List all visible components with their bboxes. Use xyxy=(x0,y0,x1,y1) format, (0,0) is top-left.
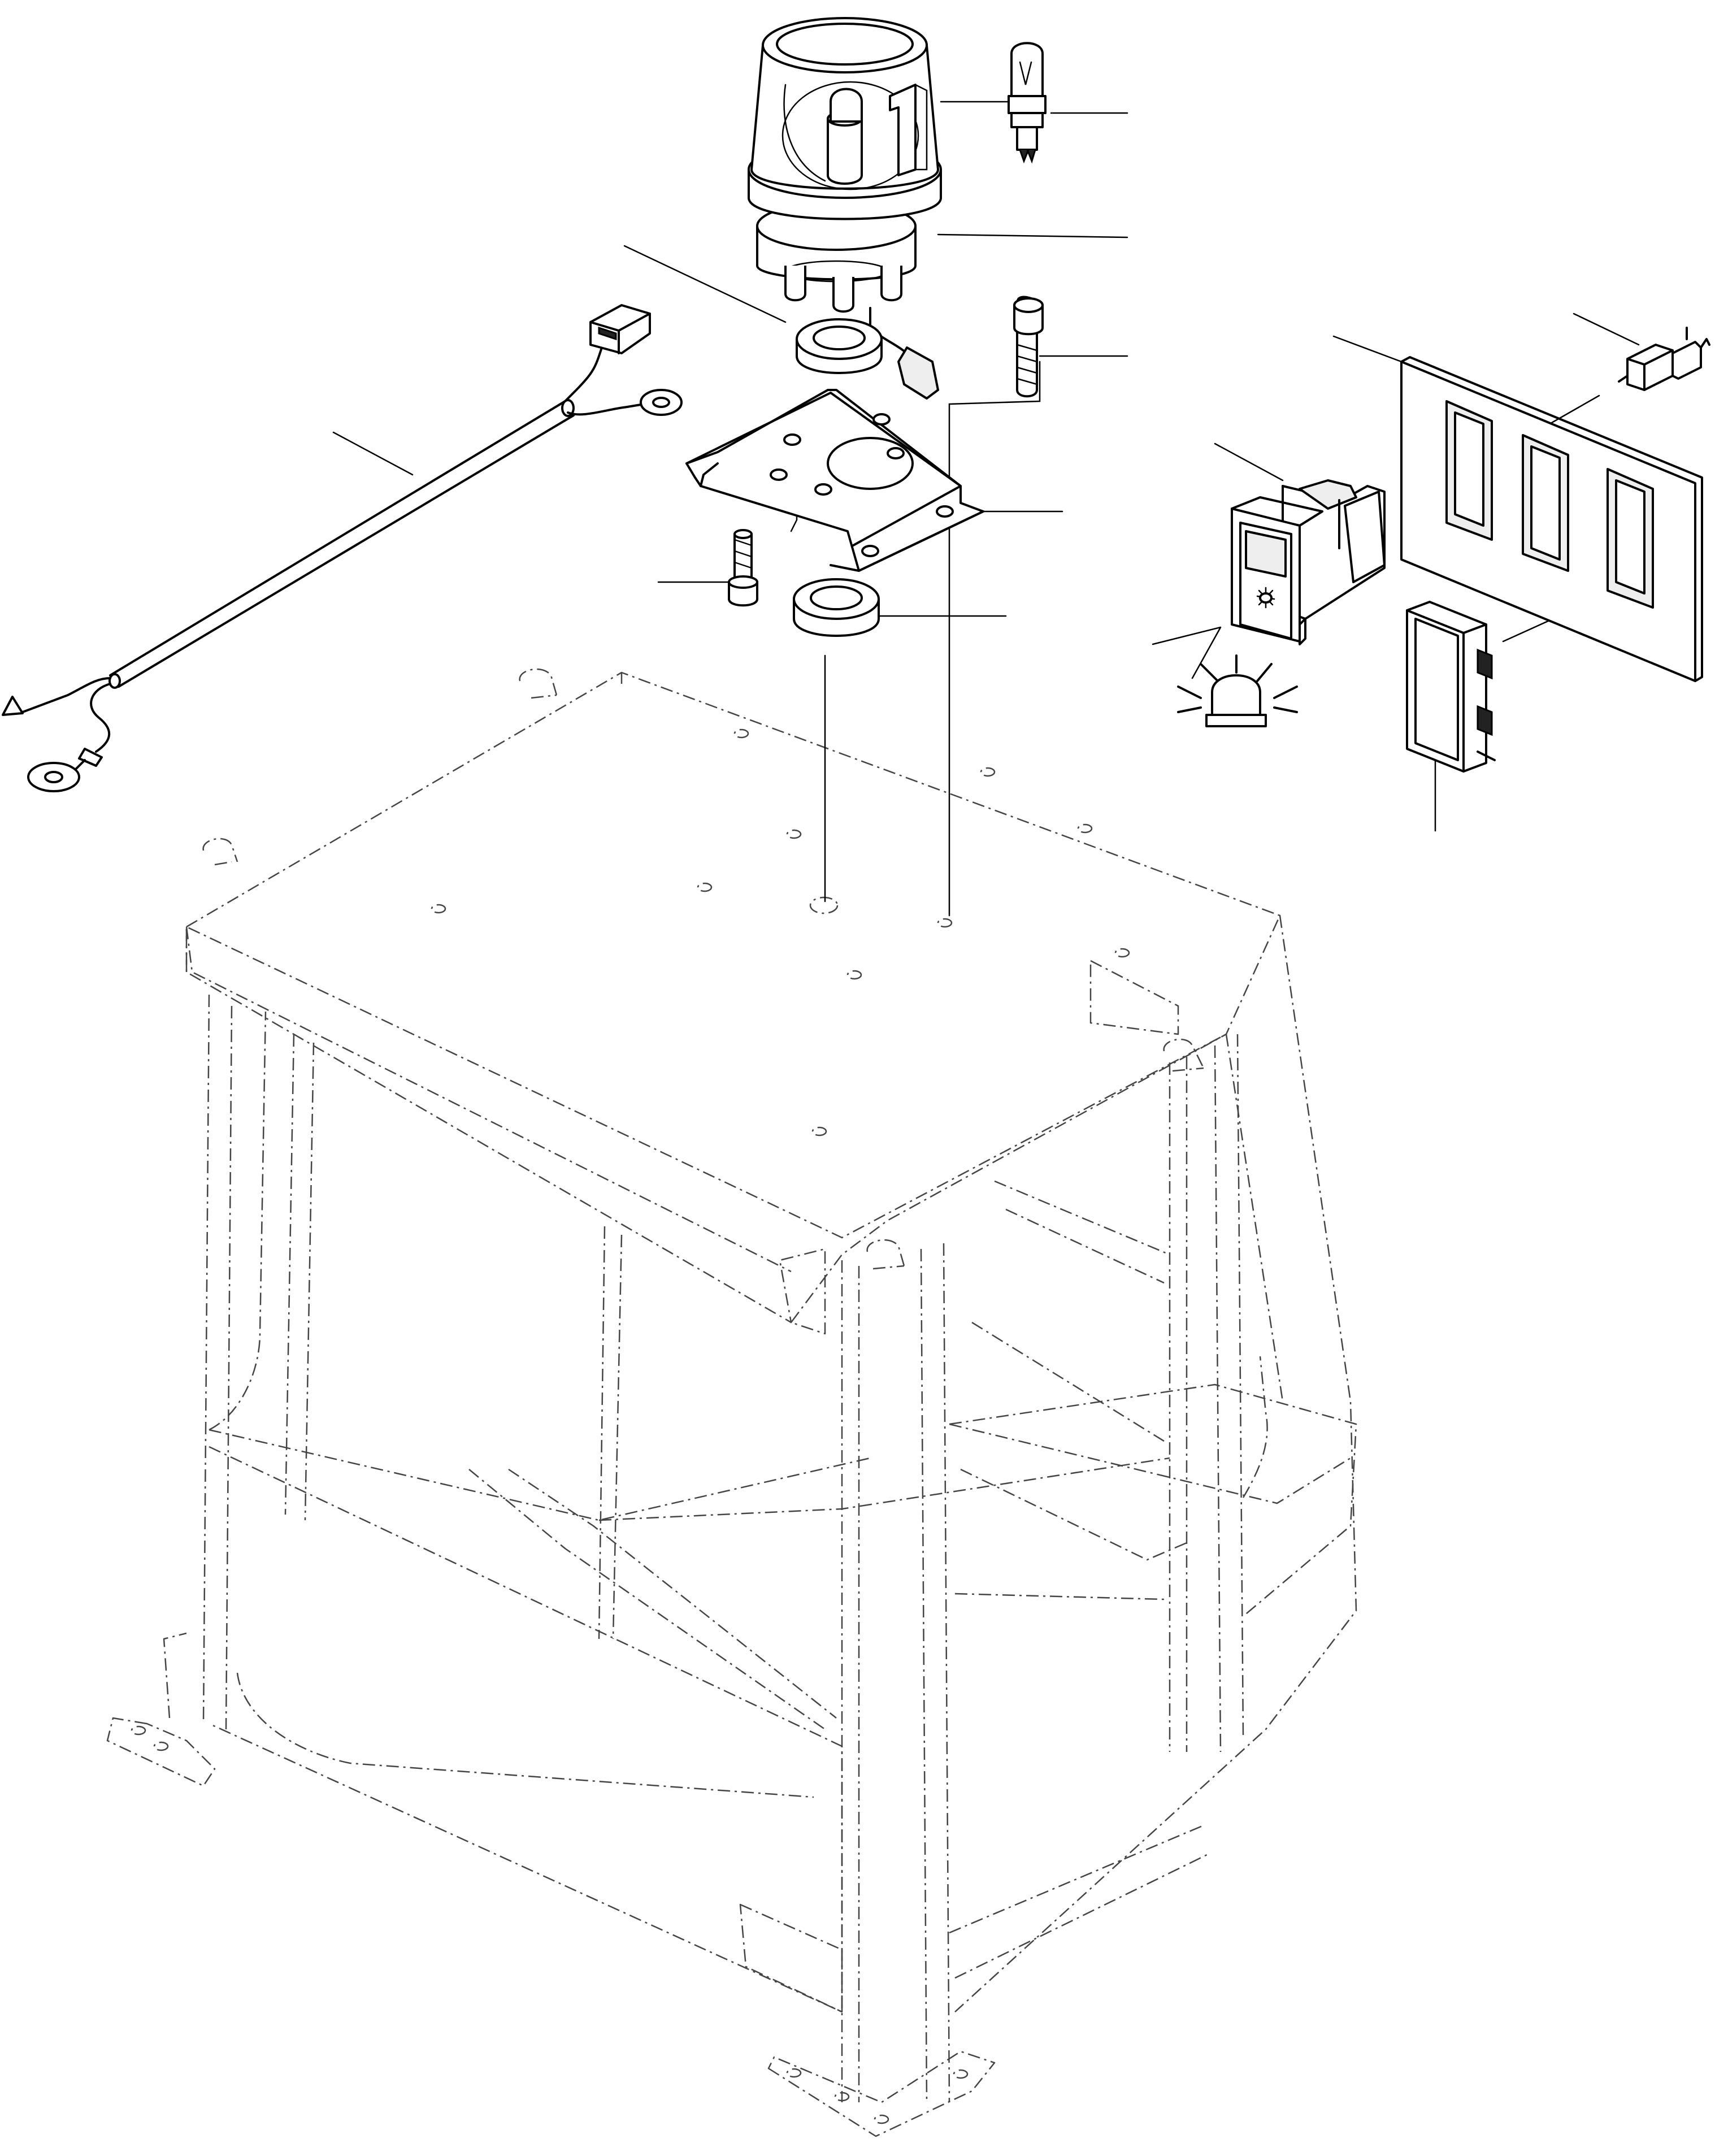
wire-harness-icon xyxy=(2,304,683,792)
connector-icon xyxy=(1618,327,1710,391)
screw-icon xyxy=(728,529,758,607)
grommet-lower-icon xyxy=(793,578,880,637)
rocker-switch-icon xyxy=(1231,479,1386,645)
rotating-beacon-icon xyxy=(748,17,942,400)
cab-frame-icon xyxy=(106,668,1357,2137)
beacon-symbol-icon xyxy=(1177,654,1298,727)
bracket-icon xyxy=(685,389,984,572)
grommet-upper-icon xyxy=(796,318,883,374)
bulb-icon xyxy=(1008,42,1047,164)
panel-icon xyxy=(1400,356,1703,682)
blank-plug-icon xyxy=(1406,601,1496,773)
bolt-icon xyxy=(1013,296,1044,398)
